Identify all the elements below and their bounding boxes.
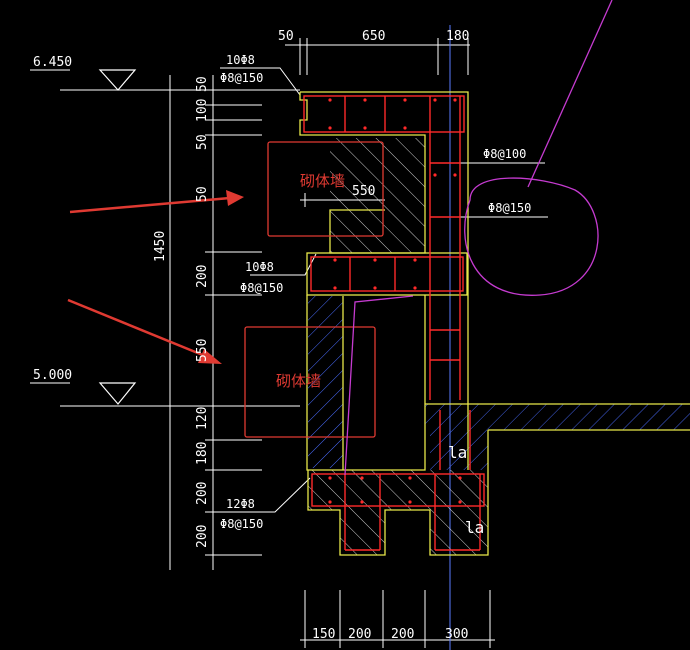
left-dim-8: 180 <box>195 442 210 465</box>
masonry-wall-boxes <box>244 141 384 438</box>
bottom-dim-1: 150 <box>312 627 335 642</box>
rebar-bottom-stirrup: Φ8@150 <box>220 517 263 531</box>
left-dim-1: 50 <box>195 76 210 92</box>
left-dim-7: 120 <box>195 407 210 430</box>
rebar-vertical: Φ8@150 <box>488 201 531 215</box>
inner-dim: 550 <box>352 184 375 199</box>
left-dim-5: 200 <box>195 265 210 288</box>
rebar-mid-stirrup: Φ8@150 <box>240 281 283 295</box>
top-dim-1: 50 <box>278 29 294 44</box>
left-dim-6: 550 <box>195 339 210 362</box>
rebar-top-stirrup: Φ8@150 <box>220 71 263 85</box>
anchorage-2: la <box>465 518 484 537</box>
markup-circle <box>344 0 613 476</box>
level-upper: 6.450 <box>33 55 72 70</box>
rebar-mid-main: 10Φ8 <box>245 260 274 274</box>
rebar <box>303 95 485 551</box>
top-dim-3: 180 <box>446 29 469 44</box>
left-dim-4: 50 <box>195 186 210 202</box>
bottom-dim-3: 200 <box>391 627 414 642</box>
rebar-bottom-main: 12Φ8 <box>226 497 255 511</box>
arrow-icon <box>67 298 222 364</box>
level-lower: 5.000 <box>33 368 72 383</box>
level-symbol-icon <box>98 69 137 91</box>
left-dim-9: 200 <box>195 482 210 505</box>
top-dim-2: 650 <box>362 29 385 44</box>
anchorage-1: la <box>448 443 467 462</box>
arrow-icon <box>69 190 244 214</box>
left-dim-3: 50 <box>195 134 210 150</box>
bottom-dim-4: 300 <box>445 627 468 642</box>
level-symbol-icon <box>98 382 137 405</box>
rebar-vertical-dense: Φ8@100 <box>483 147 526 161</box>
total-height: 1450 <box>153 231 168 262</box>
dimension-lines <box>30 38 548 648</box>
rebar-top-main: 10Φ8 <box>226 53 255 67</box>
rebar-dots <box>328 98 462 504</box>
section-outline <box>299 91 690 556</box>
bottom-dim-2: 200 <box>348 627 371 642</box>
concrete-section <box>308 138 690 555</box>
masonry-wall-label-lower: 砌体墙 <box>276 372 321 390</box>
left-dim-10: 200 <box>195 525 210 548</box>
masonry-wall-label-upper: 砌体墙 <box>300 172 345 190</box>
left-dim-2: 100 <box>195 99 210 122</box>
